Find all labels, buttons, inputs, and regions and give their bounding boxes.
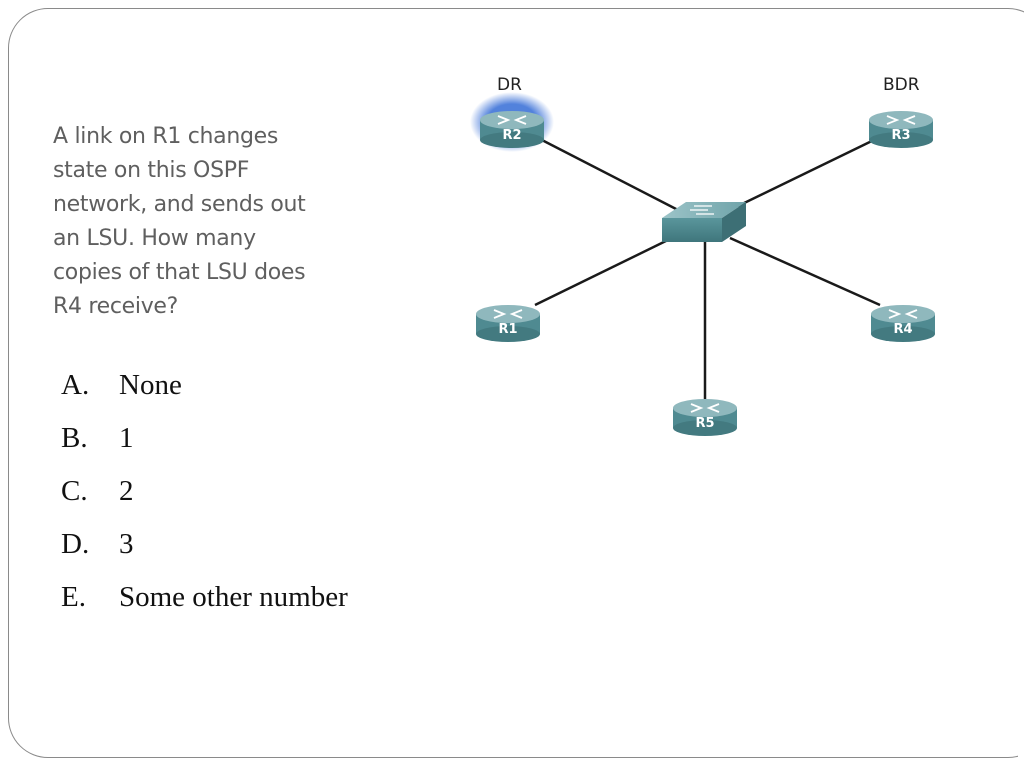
router-arrows-icon xyxy=(497,115,527,125)
router-name: R1 xyxy=(498,322,517,337)
bdr-label: BDR xyxy=(883,75,920,95)
router-name: R3 xyxy=(891,128,910,143)
router-name: R2 xyxy=(502,128,521,143)
router-r2[interactable]: R2 xyxy=(470,92,554,152)
ospf-network-diagram: DR BDR R2 R3 R1 xyxy=(470,75,935,436)
answer-option-d[interactable]: D. 3 xyxy=(61,521,348,574)
answer-text: None xyxy=(119,369,182,401)
router-arrows-icon xyxy=(888,309,918,319)
dr-label: DR xyxy=(497,75,522,95)
router-r1[interactable]: R1 xyxy=(476,305,540,342)
router-arrows-icon xyxy=(493,309,523,319)
question-line: an LSU. How many xyxy=(53,226,256,251)
switch xyxy=(662,202,746,242)
router-r5[interactable]: R5 xyxy=(673,399,737,436)
answer-letter: A. xyxy=(61,369,90,401)
answer-option-b[interactable]: B. 1 xyxy=(61,415,348,468)
question-line: R4 receive? xyxy=(53,294,179,319)
router-r3[interactable]: R3 xyxy=(869,111,933,148)
question-text: A link on R1 changes state on this OSPF … xyxy=(53,120,383,324)
link-switch-r1 xyxy=(534,236,673,307)
router-name: R4 xyxy=(893,322,912,337)
question-line: copies of that LSU does xyxy=(53,260,306,285)
router-r4[interactable]: R4 xyxy=(871,305,935,342)
answer-text: 1 xyxy=(119,422,134,454)
answer-option-a[interactable]: A. None xyxy=(61,362,348,415)
router-arrows-icon xyxy=(886,115,916,125)
link-switch-r4 xyxy=(729,236,881,307)
router-arrows-icon xyxy=(690,403,720,413)
answer-text: 3 xyxy=(119,528,134,560)
question-line: network, and sends out xyxy=(53,192,306,217)
question-line: state on this OSPF xyxy=(53,158,250,183)
answer-option-c[interactable]: C. 2 xyxy=(61,468,348,521)
link-switch-r3 xyxy=(737,136,879,208)
answer-letter: B. xyxy=(61,422,88,454)
answer-list: A. None B. 1 C. 2 D. 3 E. Some other number xyxy=(61,362,348,627)
answer-letter: E. xyxy=(61,581,86,613)
answer-letter: D. xyxy=(61,528,90,560)
answer-text: 2 xyxy=(119,475,134,507)
answer-letter: C. xyxy=(61,475,88,507)
slide-edge xyxy=(1018,464,1024,768)
question-line: A link on R1 changes xyxy=(53,124,279,149)
answer-text: Some other number xyxy=(119,581,348,613)
answer-option-e[interactable]: E. Some other number xyxy=(61,574,348,627)
network-links xyxy=(534,136,881,400)
link-switch-r2 xyxy=(537,136,679,212)
router-name: R5 xyxy=(695,416,714,431)
